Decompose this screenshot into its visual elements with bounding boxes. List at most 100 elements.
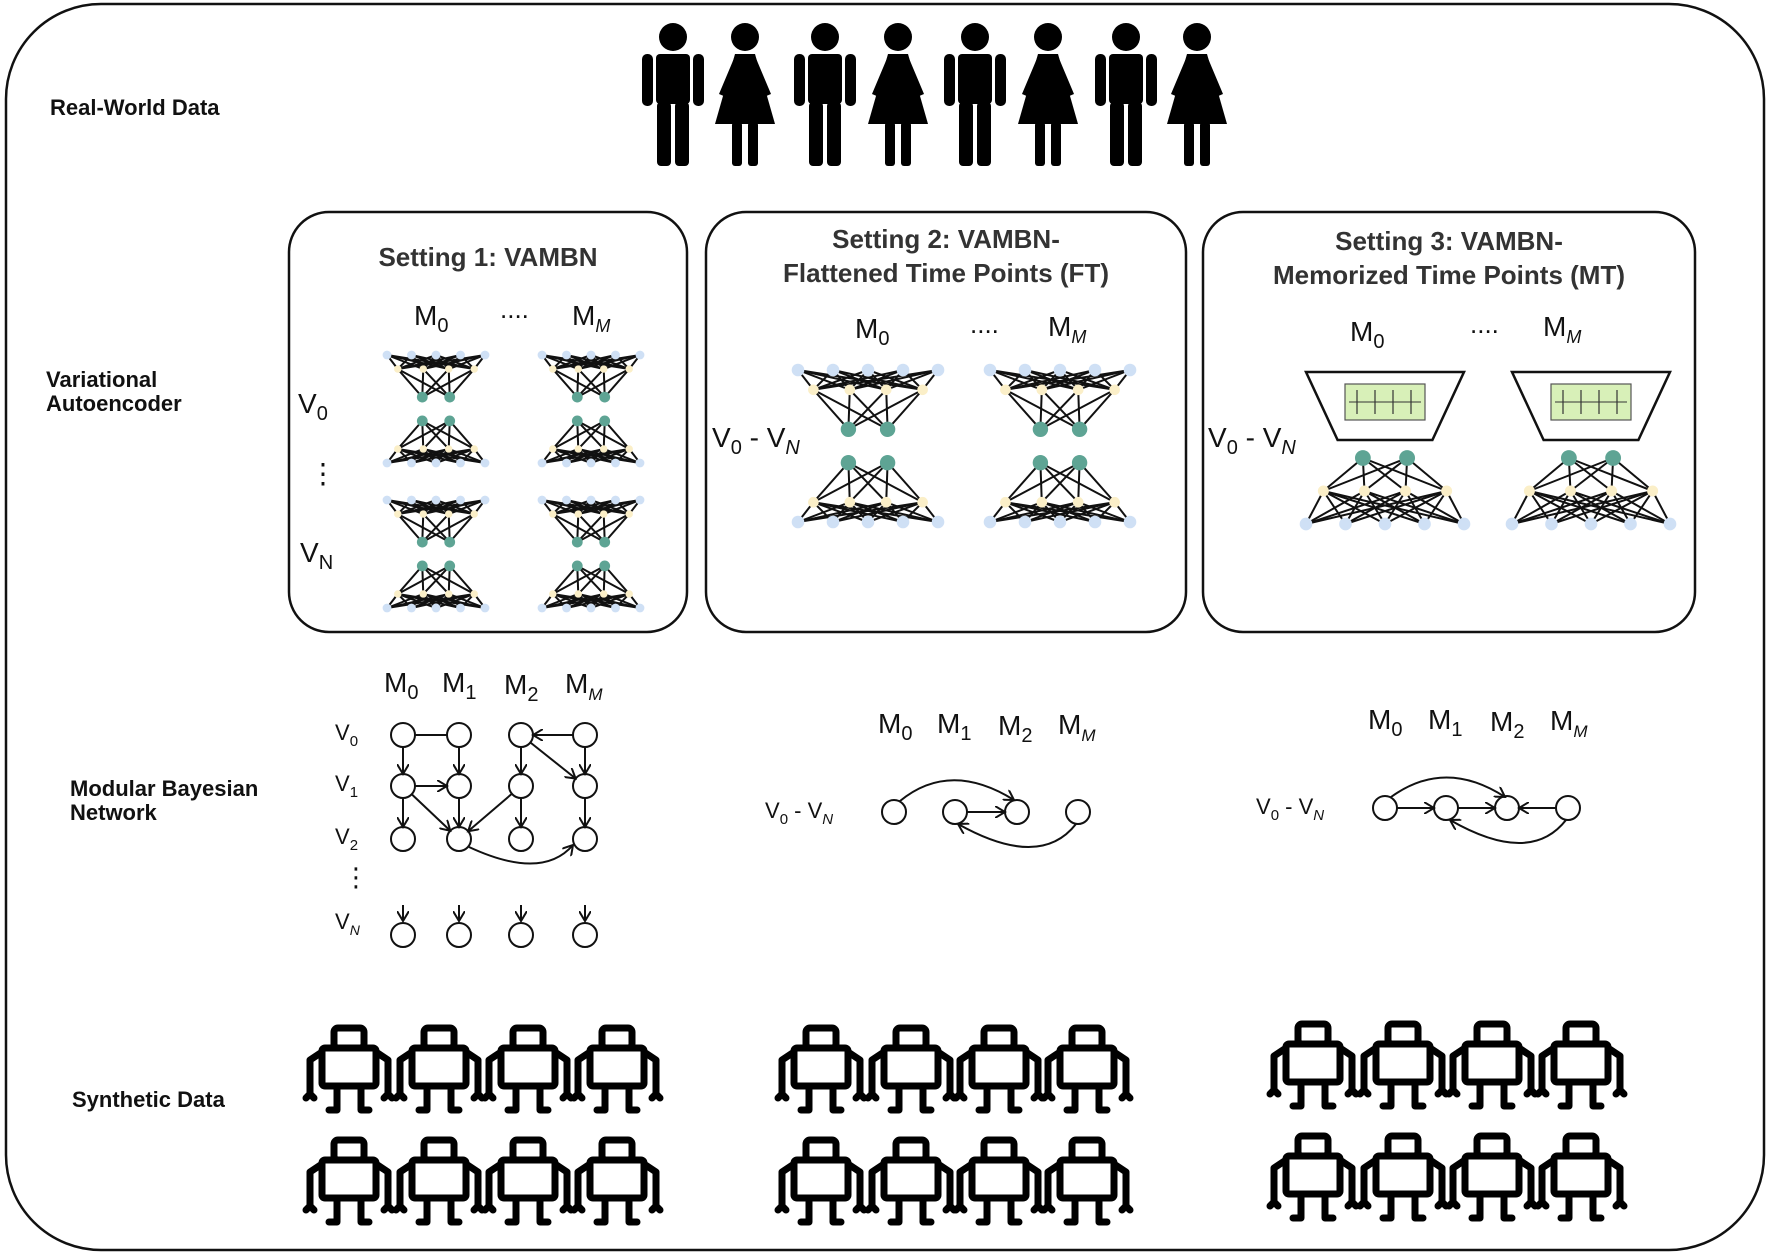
robot-leg	[625, 1194, 641, 1226]
robot-body	[790, 1044, 852, 1090]
s3-bn-v-range: V0 - VN	[1256, 794, 1324, 824]
robot-arm	[640, 1160, 664, 1214]
robot-body	[586, 1044, 648, 1090]
s1-bn-v2: V2	[335, 824, 358, 854]
s2-vae-labels: M0 .... MM V0 - VN	[712, 309, 1086, 459]
robot-leg	[447, 1082, 463, 1114]
robot-body	[968, 1156, 1030, 1202]
network-edge	[552, 565, 606, 595]
s1-mm-label: MM	[572, 300, 610, 336]
network-node	[394, 365, 402, 373]
bn-curved-edge	[958, 824, 1077, 848]
robot-arm	[481, 1048, 505, 1102]
bn-curved-edge	[899, 779, 1014, 802]
network-node	[611, 458, 620, 468]
network-edge	[603, 368, 630, 398]
woman-head	[884, 23, 912, 51]
woman-leg	[885, 122, 895, 166]
network-node	[1505, 517, 1519, 531]
robot-body	[1282, 1040, 1344, 1086]
s2-bn-mm: MM	[1058, 709, 1096, 745]
lstm-encoder	[1304, 370, 1466, 442]
robot-body	[497, 1156, 559, 1202]
robot-leg	[1289, 1078, 1305, 1110]
s2-v-range-label: V0 - VN	[712, 422, 800, 459]
network-node	[600, 590, 608, 598]
network-node	[931, 515, 945, 529]
robot-body	[408, 1044, 470, 1090]
robot-body	[318, 1156, 380, 1202]
network-edge	[1041, 462, 1081, 503]
robot-leg	[1321, 1078, 1337, 1110]
network-node	[1000, 496, 1011, 508]
synthetic-robots-group	[302, 1020, 1628, 1226]
network-edge	[812, 461, 889, 504]
network-edge	[847, 389, 887, 430]
woman-leg	[748, 122, 758, 166]
robot-body	[1282, 1152, 1344, 1198]
man-arm	[1146, 54, 1157, 106]
robot-arm	[462, 1160, 486, 1214]
robot-arm	[1040, 1160, 1064, 1214]
woman-arm	[719, 56, 740, 97]
network-node	[861, 363, 875, 377]
bn-curved-edge	[468, 845, 573, 865]
network-edge	[397, 565, 451, 595]
man-head	[1112, 23, 1140, 51]
network-edge	[1305, 490, 1447, 525]
network-node	[537, 495, 547, 505]
network-node	[382, 603, 392, 613]
network-node	[416, 536, 428, 548]
s1-vdots: ⋮	[309, 458, 337, 489]
lstm-encoder	[1510, 370, 1672, 442]
network-node	[1109, 496, 1120, 508]
robot-leg	[1379, 1078, 1395, 1110]
woman-leg	[1051, 122, 1061, 166]
robot-leg	[887, 1082, 903, 1114]
robot-leg	[1468, 1190, 1484, 1222]
robot-icon	[952, 1136, 1046, 1226]
network-edge	[578, 354, 641, 371]
autoencoder-network	[537, 350, 645, 468]
network-node	[470, 590, 478, 598]
robot-leg	[325, 1082, 341, 1114]
robot-leg	[919, 1082, 935, 1114]
robot-icon	[1356, 1020, 1450, 1110]
setting-3-title-line2: Memorized Time Points (MT)	[1273, 260, 1625, 290]
bn-node	[446, 773, 472, 799]
s3-hdots: ....	[1470, 309, 1499, 339]
robot-icon	[864, 1136, 958, 1226]
robot-leg	[829, 1082, 845, 1114]
network-edge	[421, 513, 475, 543]
network-node	[844, 496, 856, 508]
network-node	[549, 445, 557, 453]
bn-node	[1065, 799, 1091, 825]
robot-arm	[570, 1160, 594, 1214]
network-node	[1123, 363, 1137, 377]
woman-icon	[1018, 23, 1078, 166]
robot-arm	[551, 1160, 575, 1214]
robot-icon	[1534, 1020, 1628, 1110]
robot-arm	[1604, 1044, 1628, 1098]
network-node	[611, 603, 620, 613]
network-node	[917, 496, 928, 508]
robot-arm	[864, 1160, 888, 1214]
woman-icon	[1167, 23, 1227, 166]
network-node	[880, 384, 892, 396]
autoencoder-network	[537, 495, 645, 613]
robot-arm	[844, 1048, 868, 1102]
network-node	[1018, 363, 1032, 377]
robot-leg	[593, 1082, 609, 1114]
man-leg	[809, 102, 823, 166]
robot-icon	[1040, 1136, 1134, 1226]
autoencoder-drawings	[382, 350, 1677, 613]
robot-body	[497, 1044, 559, 1090]
man-arm	[845, 54, 856, 106]
network-edge	[813, 369, 869, 391]
robot-leg	[1411, 1190, 1427, 1222]
network-node	[635, 495, 645, 505]
robot-arm	[1604, 1156, 1628, 1210]
robot-body	[1372, 1040, 1434, 1086]
network-node	[444, 536, 456, 548]
setting-3-box	[1201, 210, 1697, 634]
